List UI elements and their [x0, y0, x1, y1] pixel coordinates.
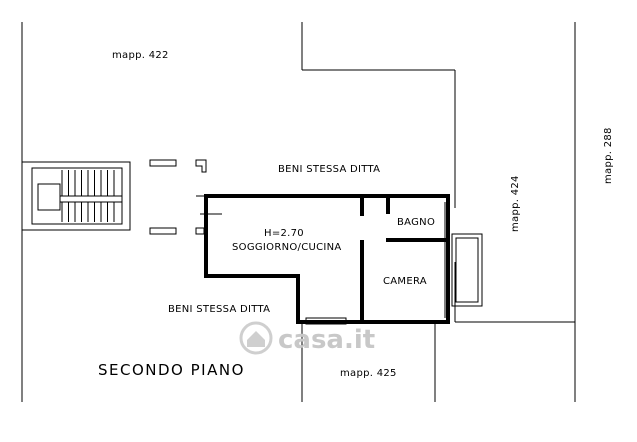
facade-markers — [149, 159, 207, 235]
label-beni-top: BENI STESSA DITTA — [278, 164, 380, 175]
label-bagno: BAGNO — [397, 217, 435, 228]
label-mapp-288: mapp. 288 — [603, 127, 614, 184]
apartment-walls — [196, 194, 450, 325]
label-mapp-424: mapp. 424 — [510, 175, 521, 232]
watermark-logo: casa.it — [239, 321, 375, 355]
label-soggiorno: SOGGIORNO/CUCINA — [232, 242, 342, 253]
label-height: H=2.70 — [264, 228, 304, 239]
label-mapp-422: mapp. 422 — [112, 50, 169, 61]
label-beni-bottom: BENI STESSA DITTA — [168, 304, 270, 315]
balcony — [451, 233, 483, 307]
label-floor: SECONDO PIANO — [98, 361, 245, 379]
label-camera: CAMERA — [383, 276, 427, 287]
watermark-text: casa.it — [278, 325, 375, 355]
label-mapp-425: mapp. 425 — [340, 368, 397, 379]
staircase — [21, 161, 131, 231]
